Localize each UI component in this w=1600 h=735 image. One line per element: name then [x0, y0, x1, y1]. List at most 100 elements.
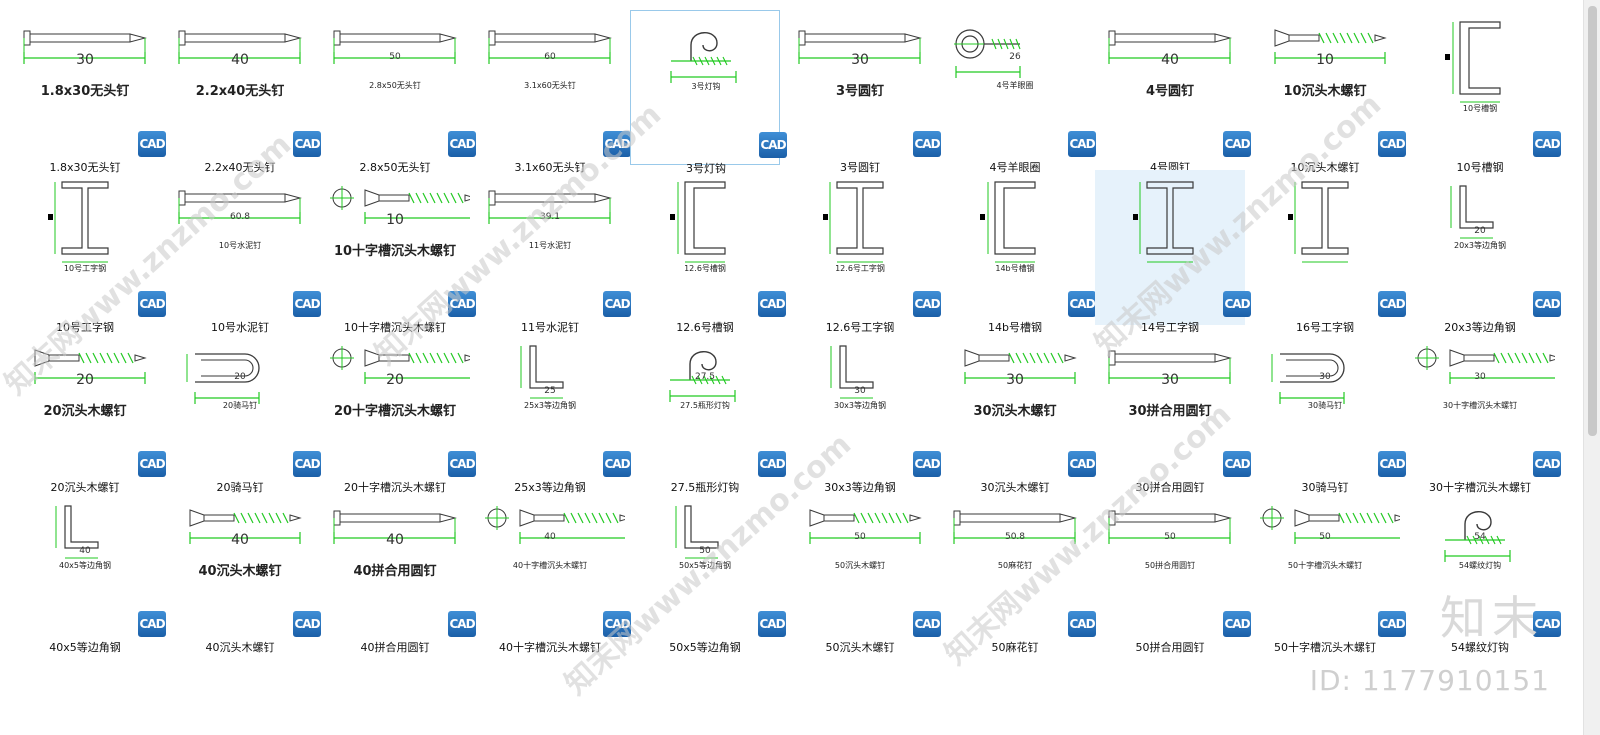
cad-drawing-preview	[488, 30, 612, 64]
cad-drawing-preview	[1260, 506, 1400, 544]
dimension-label: 25	[544, 386, 556, 396]
cad-drawing-preview	[23, 30, 147, 64]
cad-file-badge-icon: CAD	[1068, 451, 1096, 477]
file-name-label: 30骑马钉	[1301, 481, 1349, 494]
drawing-title: 12.6号工字钢	[835, 264, 885, 273]
cad-file-badge-icon: CAD	[293, 291, 321, 317]
file-name-label: 20x3等边角钢	[1444, 321, 1516, 334]
drawing-title: 40x5等边角钢	[58, 561, 111, 570]
scrollbar-thumb[interactable]	[1588, 6, 1597, 436]
cad-file-badge-icon: CAD	[448, 611, 476, 637]
cad-file-badge-icon: CAD	[1068, 611, 1096, 637]
file-name-label: 30x3等边角钢	[824, 481, 896, 494]
drawing-title: 30拼合用圆钉	[1128, 404, 1212, 419]
file-name-label: 50拼合用圆钉	[1135, 641, 1205, 654]
cad-drawing-preview	[1274, 29, 1387, 64]
cad-file-badge-icon: CAD	[448, 131, 476, 157]
drawing-title: 27.5瓶形灯钩	[680, 401, 730, 410]
drawing-title: 40十字槽沉头木螺钉	[512, 561, 588, 570]
cad-file-badge-icon: CAD	[1533, 611, 1561, 637]
cad-file-badge-icon: CAD	[913, 291, 941, 317]
drawing-title: 2.8x50无头钉	[369, 81, 421, 90]
file-name-label: 2.8x50无头钉	[359, 161, 431, 174]
file-name-label: 2.2x40无头钉	[204, 161, 276, 174]
drawing-title: 3号圆钉	[835, 84, 885, 99]
dimension-label: 30	[1006, 372, 1024, 388]
drawing-title: 3.1x60无头钉	[524, 81, 576, 90]
cad-drawing-preview	[1415, 346, 1555, 384]
file-item[interactable]: 54 54螺纹灯钩 CAD 54螺纹灯钩	[1405, 490, 1561, 654]
dimension-label: 30	[1319, 372, 1331, 382]
file-name-label: 20十字槽沉头木螺钉	[344, 481, 446, 494]
cad-file-badge-icon: CAD	[1223, 451, 1251, 477]
dimension-label: 30	[76, 52, 94, 68]
cad-file-badge-icon: CAD	[1378, 611, 1406, 637]
cad-drawing-preview	[488, 190, 612, 224]
vertical-scrollbar[interactable]	[1583, 0, 1600, 735]
drawing-title: 20骑马钉	[222, 401, 258, 410]
drawing-title: 50拼合用圆钉	[1144, 561, 1196, 570]
file-name-label: 3.1x60无头钉	[514, 161, 586, 174]
drawing-title: 2.2x40无头钉	[195, 84, 285, 99]
drawing-title: 11号水泥钉	[528, 241, 572, 250]
file-name-label: 3号灯钩	[686, 162, 726, 175]
drawing-title: 10沉头木螺钉	[1283, 84, 1367, 99]
dimension-label: 54	[1474, 532, 1486, 542]
drawing-title: 54螺纹灯钩	[1458, 561, 1502, 570]
file-name-label: 50x5等边角钢	[669, 641, 741, 654]
cad-file-badge-icon: CAD	[1378, 291, 1406, 317]
dimension-label: 26	[1009, 52, 1021, 62]
drawing-title: 30x3等边角钢	[833, 401, 886, 410]
file-name-label: 54螺纹灯钩	[1451, 641, 1509, 654]
cad-file-badge-icon: CAD	[1223, 131, 1251, 157]
cad-file-badge-icon: CAD	[138, 131, 166, 157]
cad-drawing-preview	[330, 186, 470, 224]
file-name-label: 12.6号槽钢	[676, 321, 734, 334]
dimension-label: 60	[544, 52, 556, 62]
cad-file-badge-icon: CAD	[1378, 131, 1406, 157]
cad-drawing-preview	[964, 349, 1077, 384]
cad-drawing-preview	[830, 345, 874, 399]
